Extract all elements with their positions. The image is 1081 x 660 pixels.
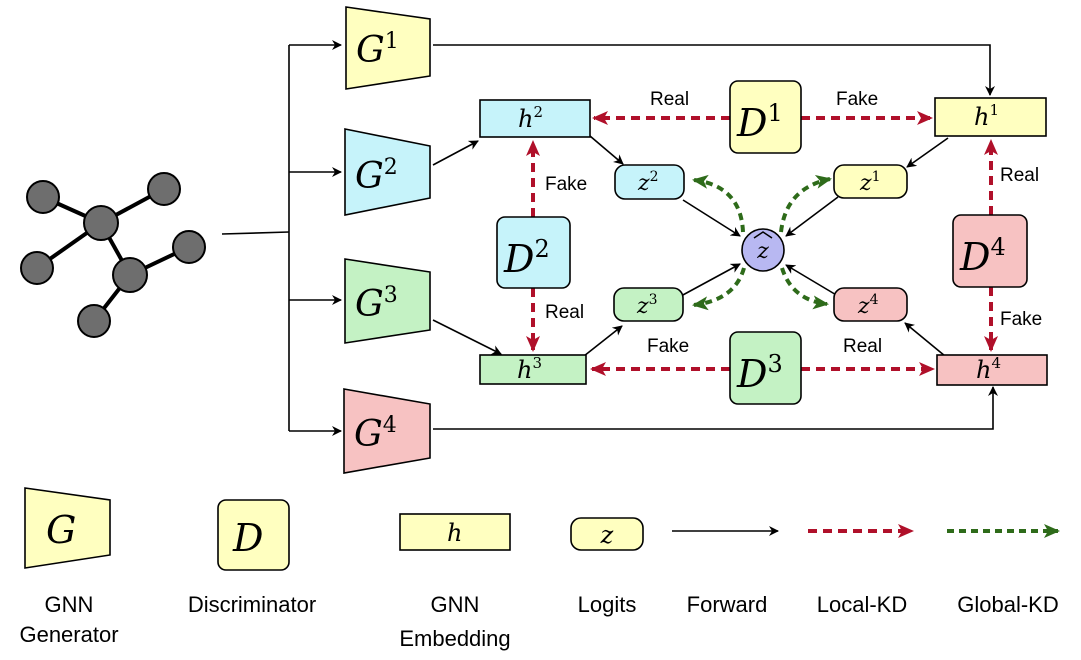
svg-text:z: z	[600, 521, 614, 549]
generator-g2: G2	[344, 128, 431, 216]
logits-z3: z3	[613, 287, 684, 322]
embedding-h1: h1	[934, 97, 1047, 137]
generator-g4: G4	[343, 388, 431, 474]
svg-text:h3: h3	[517, 354, 542, 384]
aggregated-logits-node: z	[741, 228, 785, 272]
legend-generator-icon: G	[24, 487, 111, 569]
label-d2-real: Real	[545, 302, 584, 323]
label-d1-real: Real	[650, 89, 689, 110]
svg-text:z: z	[756, 239, 769, 264]
legend-embedding-label-2: Embedding	[399, 626, 510, 651]
svg-text:z2: z2	[637, 169, 659, 196]
forward-arrows	[432, 44, 998, 430]
svg-text:h4: h4	[976, 354, 1001, 384]
generator-g1: G1	[345, 6, 431, 90]
svg-text:h: h	[447, 519, 462, 547]
svg-text:G: G	[46, 508, 76, 552]
legend-logits-label: Logits	[578, 592, 637, 617]
svg-text:h1: h1	[974, 101, 999, 131]
svg-text:z4: z4	[857, 292, 879, 319]
svg-text:z1: z1	[859, 169, 881, 196]
legend: G GNN Generator D Discriminator h GNN Em…	[19, 487, 1060, 651]
input-fanout-arrows	[221, 40, 342, 436]
discriminator-d4: D4	[952, 214, 1028, 288]
label-d4-real: Real	[1000, 165, 1039, 186]
label-d2-fake: Fake	[545, 174, 587, 195]
local-kd-arrows	[526, 111, 998, 376]
generator-g3: G3	[344, 258, 431, 344]
embedding-h2: h2	[479, 99, 591, 138]
label-d4-fake: Fake	[1000, 309, 1042, 330]
legend-local-kd-label: Local-KD	[817, 592, 907, 617]
discriminator-d1: D1	[729, 80, 802, 154]
legend-logits-icon: z	[570, 517, 644, 551]
svg-text:G4: G4	[354, 413, 397, 455]
legend-embedding-label-1: GNN	[431, 592, 480, 617]
legend-discriminator-label: Discriminator	[188, 592, 316, 617]
svg-text:D4: D4	[959, 233, 1006, 279]
svg-text:h2: h2	[518, 103, 543, 133]
legend-generator-label-1: GNN	[45, 592, 94, 617]
svg-text:z3: z3	[636, 292, 658, 319]
input-graph-icon	[20, 172, 206, 338]
discriminator-d2: D2	[496, 216, 571, 289]
svg-text:D3: D3	[736, 350, 783, 396]
label-d3-fake: Fake	[647, 336, 689, 357]
embedding-h3: h3	[479, 354, 587, 385]
svg-text:D1: D1	[736, 99, 783, 145]
global-kd-arrows	[692, 174, 832, 311]
legend-generator-label-2: Generator	[19, 622, 118, 647]
label-d1-fake: Fake	[836, 89, 878, 110]
svg-text:G2: G2	[355, 155, 398, 197]
discriminator-d3: D3	[729, 331, 802, 405]
logits-z2: z2	[614, 164, 685, 200]
legend-global-kd-label: Global-KD	[957, 592, 1058, 617]
svg-text:G3: G3	[355, 283, 398, 325]
legend-discriminator-icon: D	[217, 499, 290, 571]
legend-forward-label: Forward	[687, 592, 768, 617]
legend-embedding-icon: h	[399, 513, 511, 551]
logits-z1: z1	[833, 164, 908, 199]
svg-text:G1: G1	[356, 29, 399, 71]
svg-text:D: D	[232, 516, 263, 560]
embedding-h4: h4	[936, 354, 1048, 386]
logits-z4: z4	[833, 287, 908, 322]
svg-text:D2: D2	[503, 235, 550, 281]
label-d3-real: Real	[843, 336, 882, 357]
